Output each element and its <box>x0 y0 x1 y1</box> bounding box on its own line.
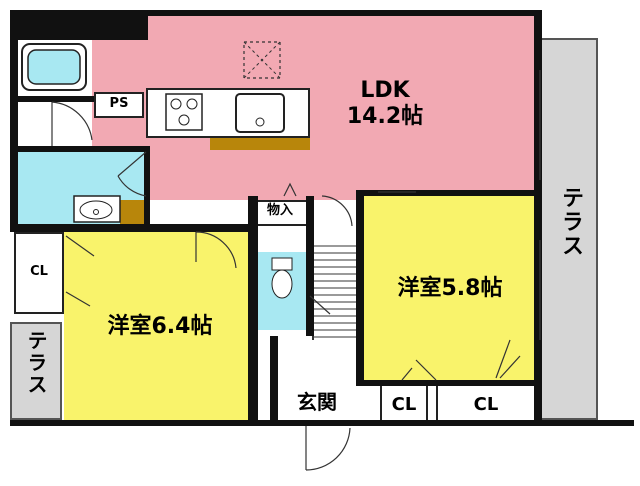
pipe-space <box>94 92 144 118</box>
wall-top-left-block <box>12 10 92 40</box>
toilet-icon <box>271 257 293 299</box>
wall-bath-bottom <box>18 96 94 102</box>
closet-left-box <box>14 232 64 314</box>
wall-right-room-right <box>534 190 542 426</box>
stove-icon <box>165 93 203 131</box>
wall-storage-right <box>306 196 314 336</box>
closet-right-label: CL <box>473 394 499 415</box>
wall-left-outer <box>10 10 18 230</box>
kitchen-sink-icon <box>235 93 285 133</box>
ldk-label: LDK 14.2帖 <box>330 78 440 131</box>
counter-strip <box>210 138 310 150</box>
ventilation-icon <box>243 41 281 79</box>
window-marks <box>539 70 541 340</box>
wall-bottom <box>10 420 634 426</box>
western-room-left <box>64 230 250 422</box>
washbasin-icon <box>73 195 121 223</box>
wall-mid-horizontal <box>10 224 250 232</box>
wall-right-room-top <box>356 190 542 196</box>
terrace-left-label: テラス <box>24 330 48 396</box>
western-room-left-label: 洋室6.4帖 <box>107 314 213 339</box>
entrance-label: 玄関 <box>297 390 337 414</box>
terrace-right-label: テラス <box>558 186 583 258</box>
ldk-size: 14.2帖 <box>346 104 424 130</box>
wall-closet-top <box>356 380 542 386</box>
wall-right-upper <box>534 10 542 196</box>
ldk-name: LDK <box>360 78 410 103</box>
wall-right-room-left <box>356 190 364 386</box>
bathtub-icon <box>21 43 87 91</box>
wall-top <box>12 10 542 16</box>
western-room-right-label: 洋室5.8帖 <box>397 276 503 301</box>
wall-wash-top <box>18 146 146 152</box>
pipe-space-label: PS <box>109 96 129 111</box>
door-swings <box>51 101 521 471</box>
western-room-right <box>362 196 538 382</box>
storage-box <box>252 200 308 226</box>
wall-storage-left <box>248 196 258 426</box>
closet-mid-label: CL <box>391 394 417 415</box>
wall-wash-right <box>144 146 150 228</box>
wall-entrance-left <box>270 336 278 426</box>
storage-label: 物入 <box>266 203 293 218</box>
wall-top-mid-block <box>92 10 148 40</box>
closet-left-label: CL <box>30 264 48 279</box>
counter-strip-side <box>120 200 146 224</box>
entrance-floor <box>278 340 356 426</box>
terrace-left <box>10 322 62 420</box>
